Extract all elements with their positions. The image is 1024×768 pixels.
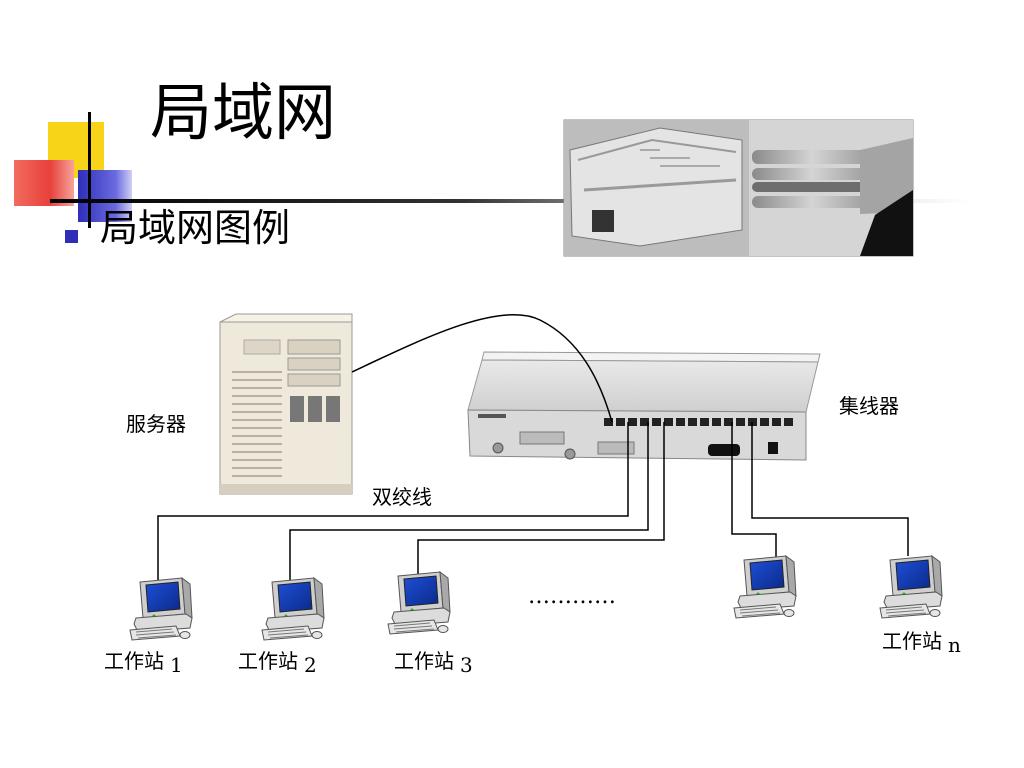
workstation-n-icon (879, 555, 943, 619)
slide-bullet-text: 局域网图例 (100, 206, 291, 250)
hub-device (467, 351, 821, 461)
workstation-index: 2 (304, 653, 317, 677)
ellipsis-text: ………… (528, 584, 616, 609)
workstation-label: 工作站 (394, 649, 454, 673)
workstation-label: 工作站 (238, 649, 298, 673)
server-label: 服务器 (126, 412, 186, 436)
workstation-index: 1 (170, 653, 183, 677)
deco-vertical-line (88, 112, 91, 228)
rj45-photo (563, 119, 914, 257)
deco-blue-square (78, 170, 132, 222)
deco-red-square (14, 160, 74, 206)
workstation-index: 3 (460, 653, 473, 677)
server-tower (219, 313, 353, 495)
hub-label: 集线器 (839, 394, 899, 418)
cables (157, 313, 909, 580)
workstation-label: 工作站 (104, 649, 164, 673)
slide-title: 局域网 (150, 76, 337, 149)
workstation-1-icon (129, 577, 193, 641)
workstation-index: n (948, 633, 961, 657)
cable-label: 双绞线 (372, 485, 432, 509)
workstation-2-icon (261, 577, 325, 641)
workstation-label: 工作站 (882, 629, 942, 653)
title-underline (50, 199, 970, 203)
bullet-square-icon (65, 230, 78, 243)
workstation-3-icon (387, 571, 451, 635)
workstation-4-icon (733, 555, 797, 619)
